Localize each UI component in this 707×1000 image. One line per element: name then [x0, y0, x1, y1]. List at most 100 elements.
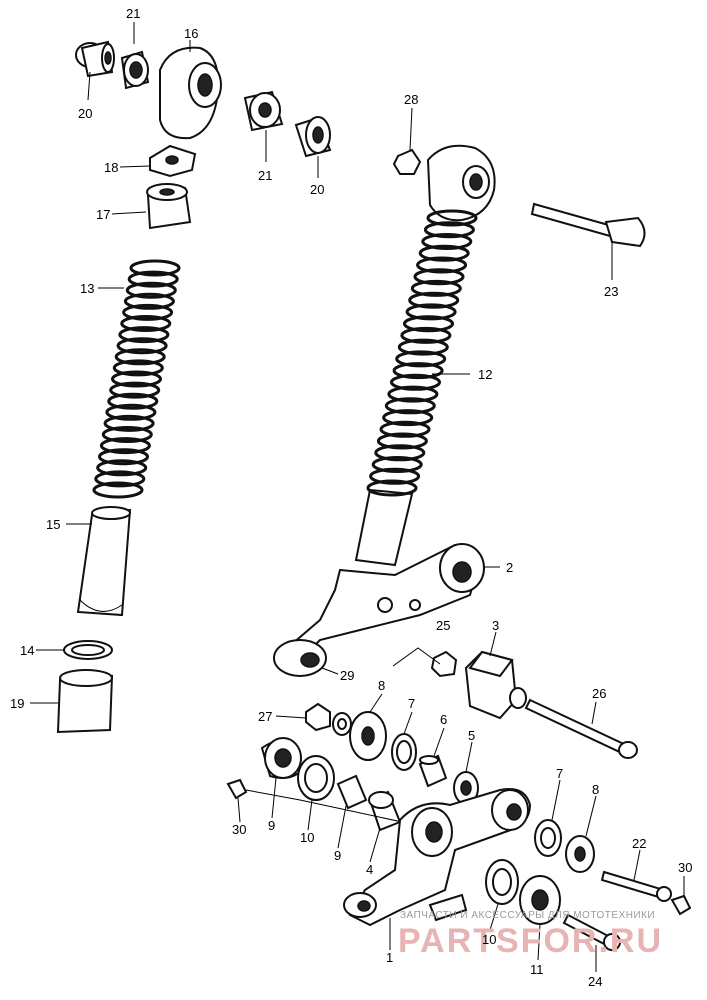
label-3: 3	[492, 618, 499, 633]
spring-coil	[92, 481, 144, 499]
spring-coil	[403, 315, 454, 333]
label-21-right: 21	[258, 168, 272, 183]
part-24-bolt	[562, 913, 621, 951]
spring-coil	[105, 403, 157, 421]
part-19-cover	[56, 669, 114, 734]
label-26: 26	[592, 686, 606, 701]
label-25: 25	[436, 618, 450, 633]
part-labels: 21 16 20 18 17 13 15 14 19 21 20 28 23 1…	[10, 6, 692, 989]
label-9-right: 9	[334, 848, 341, 863]
part-22-bolt	[600, 870, 672, 902]
spring-coil	[384, 397, 436, 415]
spring-coil	[118, 326, 170, 344]
part-9-pin-right	[336, 774, 368, 810]
spring-coil	[387, 385, 439, 403]
part-7-ring-left	[391, 733, 417, 771]
leader-lines	[30, 22, 685, 972]
watermark-tagline: ЗАПЧАСТИ И АКСЕССУАРЫ ДЛЯ МОТОТЕХНИКИ	[400, 910, 655, 921]
label-2: 2	[506, 560, 513, 575]
part-16-upper-eye	[159, 46, 222, 140]
part-12-spring	[366, 209, 478, 497]
spring-coil	[112, 359, 164, 377]
watermark: ЗАПЧАСТИ И АКСЕССУАРЫ ДЛЯ МОТОТЕХНИКИ PA…	[398, 910, 661, 960]
spring-coil	[127, 270, 179, 288]
part-2-swing-arm	[273, 543, 485, 677]
spring-coil	[122, 303, 174, 321]
part-3-block	[464, 650, 527, 720]
label-6: 6	[440, 712, 447, 727]
part-9-dust-seal-left	[260, 737, 304, 779]
label-28: 28	[404, 92, 418, 107]
label-10-left: 10	[300, 830, 314, 845]
spring-coil	[107, 392, 159, 410]
spring-coil	[392, 362, 444, 380]
label-29: 29	[340, 668, 354, 683]
spring-coil	[405, 303, 457, 321]
spring-coil	[103, 414, 155, 432]
label-13: 13	[80, 281, 94, 296]
spring-coil	[111, 370, 162, 388]
label-9-left: 9	[268, 818, 275, 833]
label-4: 4	[366, 862, 373, 877]
spring-coil	[390, 373, 441, 391]
part-8-washer-right	[565, 835, 595, 873]
label-17: 17	[96, 207, 110, 222]
part-29-washer	[332, 712, 352, 736]
part-12-shock-absorber	[354, 144, 496, 567]
spring-coil	[421, 233, 473, 250]
label-10-right: 10	[482, 932, 496, 947]
label-24: 24	[588, 974, 602, 989]
label-18: 18	[104, 160, 118, 175]
spring-coil	[371, 456, 423, 473]
spring-coil	[423, 221, 475, 239]
label-20-right: 20	[310, 182, 324, 197]
spring-coil	[369, 467, 421, 485]
spring-coil	[413, 268, 465, 286]
part-7-ring-right	[534, 819, 562, 857]
spring-coil	[374, 444, 426, 462]
part-20-bushing-left	[75, 40, 115, 78]
part-25-nut	[430, 650, 458, 678]
part-21-collar-left	[120, 50, 150, 90]
spring-coil	[366, 479, 418, 497]
part-4-collar	[368, 790, 402, 832]
label-5: 5	[468, 728, 475, 743]
label-7-right: 7	[556, 766, 563, 781]
part-27-nut	[305, 702, 331, 732]
spring-coil	[408, 291, 460, 309]
label-12: 12	[478, 367, 492, 382]
label-30-left: 30	[232, 822, 246, 837]
label-7-left: 7	[408, 696, 415, 711]
part-11-seal	[519, 875, 561, 925]
spring-coil	[129, 259, 181, 277]
part-18-plate	[149, 144, 197, 178]
spring-coil	[101, 426, 153, 443]
part-30-grease-fitting-right	[670, 894, 692, 916]
spring-coil	[94, 470, 146, 488]
part-15-tube	[76, 506, 132, 617]
label-14: 14	[20, 643, 34, 658]
label-19: 19	[10, 696, 24, 711]
spring-coil	[382, 409, 434, 427]
label-20-left: 20	[78, 106, 92, 121]
label-21-left: 21	[126, 6, 140, 21]
label-22: 22	[632, 836, 646, 851]
part-10-ring-right	[485, 859, 519, 905]
spring-coil	[116, 337, 168, 355]
label-27: 27	[258, 709, 272, 724]
spring-coil	[379, 420, 431, 438]
label-1: 1	[386, 950, 393, 965]
part-14-ring	[63, 640, 113, 660]
part-23-bolt	[530, 202, 646, 248]
part-13-spring	[92, 259, 181, 499]
label-8-right: 8	[592, 782, 599, 797]
part-20-bushing-right	[294, 116, 332, 158]
spring-coil	[109, 381, 161, 399]
part-30-grease-fitting-left	[226, 778, 431, 829]
spring-coil	[410, 279, 462, 297]
spring-coil	[96, 459, 148, 477]
spring-coil	[416, 256, 468, 274]
label-11: 11	[530, 962, 544, 977]
spring-coil	[400, 326, 452, 344]
